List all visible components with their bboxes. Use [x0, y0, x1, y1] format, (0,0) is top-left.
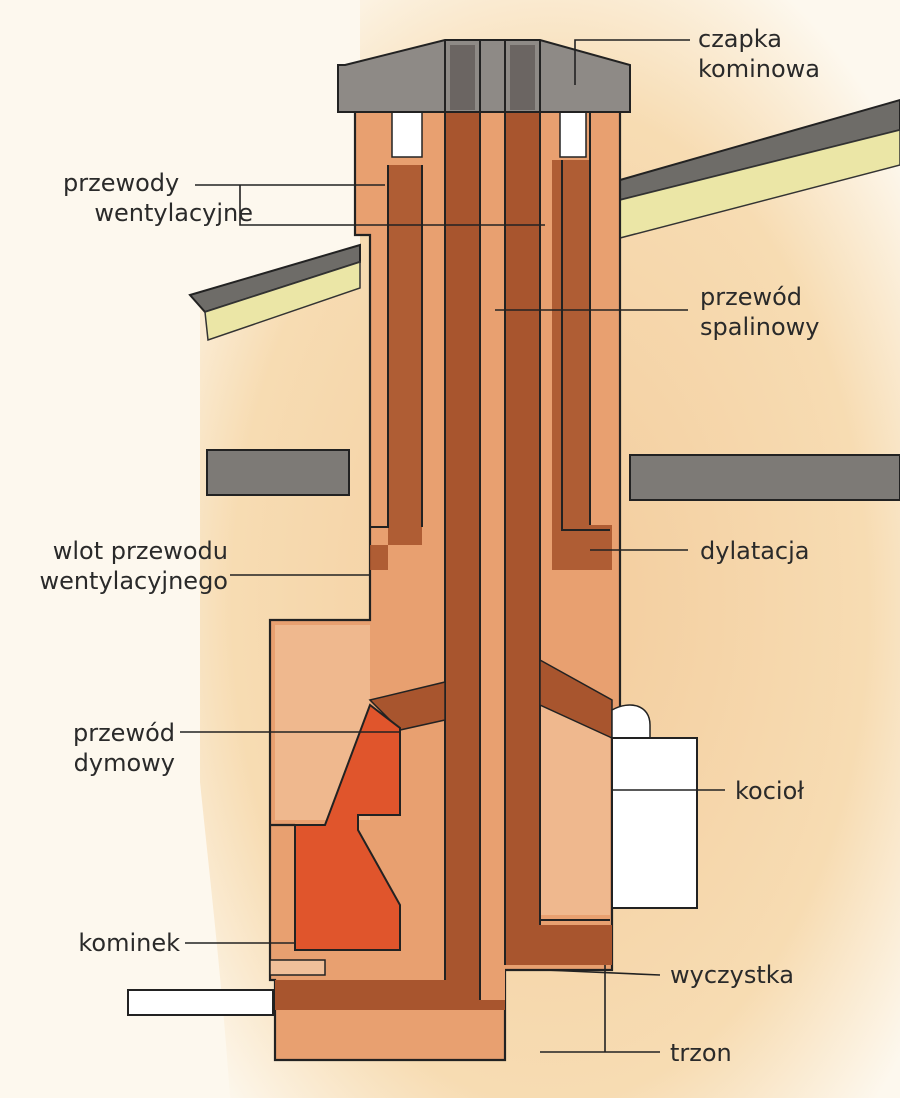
label-czapka-line1: czapka [698, 25, 782, 53]
label-dylatacja: dylatacja [700, 537, 810, 565]
leader-wyczystka [544, 969, 661, 976]
flue-outlines [444, 40, 610, 1000]
fireplace-firebox [294, 703, 401, 951]
vent-opening-right [559, 111, 587, 158]
vent-flue-left [370, 165, 422, 570]
wall-fade [0, 300, 230, 1098]
chimney-cap-shade [450, 45, 535, 110]
flue-gap [480, 40, 505, 1000]
leader-lines [180, 39, 725, 1053]
label-spalinowy-line2: spalinowy [700, 313, 820, 341]
masonry-light-right [540, 705, 610, 915]
label-przewody-line2: wentylacyjne [94, 199, 253, 227]
flue-smoke [275, 60, 505, 1010]
floor-slab [127, 989, 274, 1016]
label-czapka-line2: kominowa [698, 55, 821, 83]
leader-przewody-2 [239, 185, 545, 226]
label-przewod-spalinowy: przewód spalinowy [700, 282, 820, 342]
label-przewod-dymowy: przewód dymowy [50, 718, 175, 778]
label-spalinowy-line1: przewód [700, 283, 803, 311]
label-wlot-przewodu: wlot przewodu wentylacyjnego [20, 536, 228, 596]
label-kominek: kominek [78, 929, 180, 957]
label-wlot-line1: wlot przewodu [52, 537, 228, 565]
leader-czapka [574, 39, 690, 85]
chimney-cap [337, 39, 631, 113]
label-wyczystka: wyczystka [670, 961, 794, 989]
label-przewody-line1: przewody [63, 169, 180, 197]
label-czapka-kominowa: czapka kominowa [698, 24, 820, 84]
label-dymowy-line2: dymowy [73, 749, 175, 777]
label-przewody-wentylacyjne: przewody wentylacyjne [28, 168, 253, 228]
ceiling-slab-left [206, 449, 350, 496]
label-kociol: kocioł [735, 777, 805, 805]
ceiling-slab-right [629, 454, 900, 501]
chimney-cap-ribs [444, 40, 541, 112]
roof-left [188, 243, 361, 342]
boiler-box [611, 737, 698, 909]
hearth [269, 959, 326, 976]
vent-flue-right [552, 160, 612, 570]
label-dymowy-line1: przewód [72, 719, 175, 747]
label-wlot-line2: wentylacyjnego [39, 567, 228, 595]
boiler-pipe [611, 704, 651, 739]
vent-flue-right-outline [561, 110, 610, 531]
vent-opening-left [391, 111, 423, 158]
flue-exhaust [505, 60, 612, 965]
label-trzon: trzon [670, 1039, 732, 1067]
